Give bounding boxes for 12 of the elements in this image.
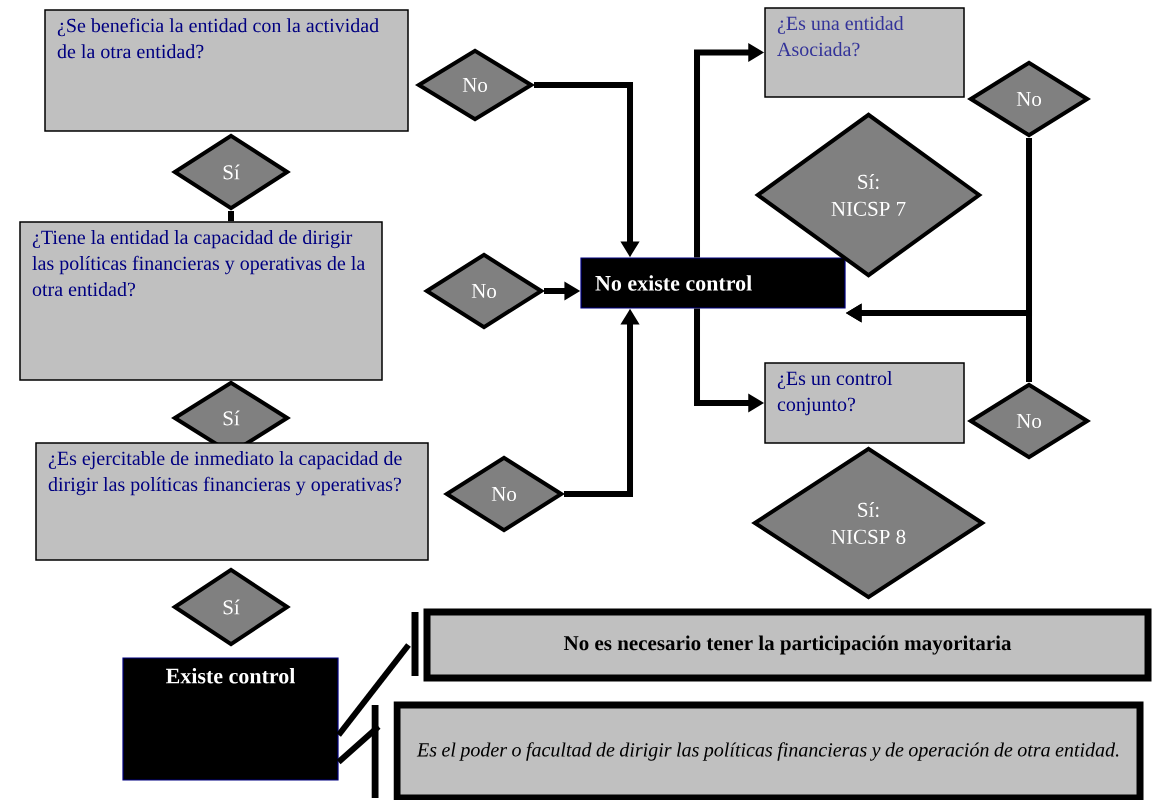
- result-box: Existe control: [122, 657, 339, 781]
- note-box: No es necesario tener la participación mayoritaria: [423, 608, 1152, 682]
- connector-line: [336, 643, 411, 737]
- result-box: No existe control: [580, 257, 846, 309]
- question-box: ¿Se beneficia la entidad con la actividad de la otra entidad?: [44, 9, 409, 132]
- connector-line: [336, 724, 381, 765]
- question-box: ¿Es una entidad Asociada?: [764, 7, 965, 98]
- question-box: ¿Es ejercitable de inmediato la capacidad de dirigir las políticas financieras y operativas?: [35, 442, 429, 561]
- note-box: Es el poder o facultad de dirigir las políticas financieras y de operación de otra entidad.: [393, 701, 1144, 800]
- question-box: ¿Tiene la entidad la capacidad de dirigir las políticas financieras y operativas de la otra entidad?: [19, 221, 383, 381]
- connector-line: [228, 211, 234, 222]
- question-box: ¿Es un control conjunto?: [764, 362, 965, 444]
